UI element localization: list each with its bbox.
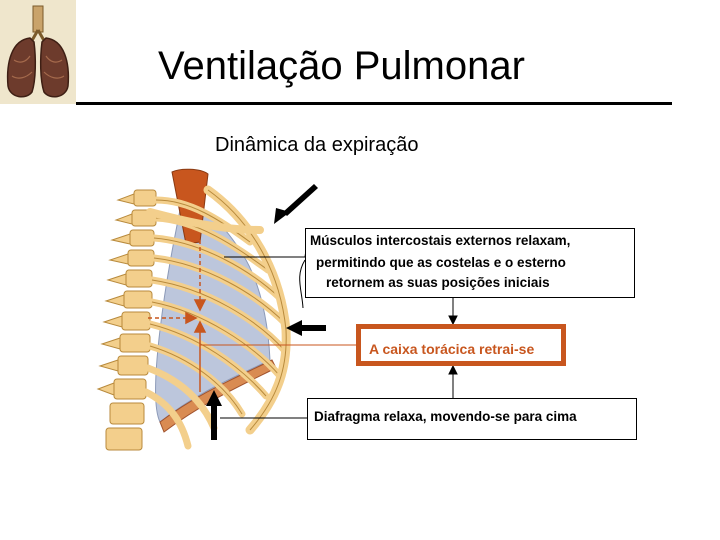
- callout-muscles-line2: permitindo que as costelas e o esterno: [316, 255, 566, 270]
- callout-thoracic-cage: A caixa torácica retrai-se: [356, 324, 566, 366]
- clavicle: [146, 208, 264, 234]
- section-subtitle: Dinâmica da expiração: [215, 134, 419, 156]
- callout-muscles-line1: Músculos intercostais externos relaxam,: [310, 233, 571, 248]
- internal-arrows: [148, 240, 207, 392]
- connector-arrows: [448, 296, 458, 398]
- lungs-logo-icon: [0, 0, 76, 104]
- callout-diaphragm-text: Diafragma relaxa, movendo-se para cima: [314, 409, 577, 424]
- title-divider: [76, 102, 672, 105]
- page-title: Ventilação Pulmonar: [158, 44, 525, 88]
- spinous-processes: [96, 193, 135, 396]
- thorax-illustration: [96, 168, 458, 451]
- sternum-outline: [207, 189, 287, 431]
- callout-thorax-text: A caixa torácica retrai-se: [369, 341, 535, 357]
- black-arrows: [206, 184, 326, 440]
- callout-muscles-line3: retornem as suas posições iniciais: [326, 275, 550, 290]
- callout-intercostal-muscles: Músculos intercostais externos relaxam, …: [305, 228, 635, 298]
- callout-diaphragm: Diafragma relaxa, movendo-se para cima: [307, 398, 637, 440]
